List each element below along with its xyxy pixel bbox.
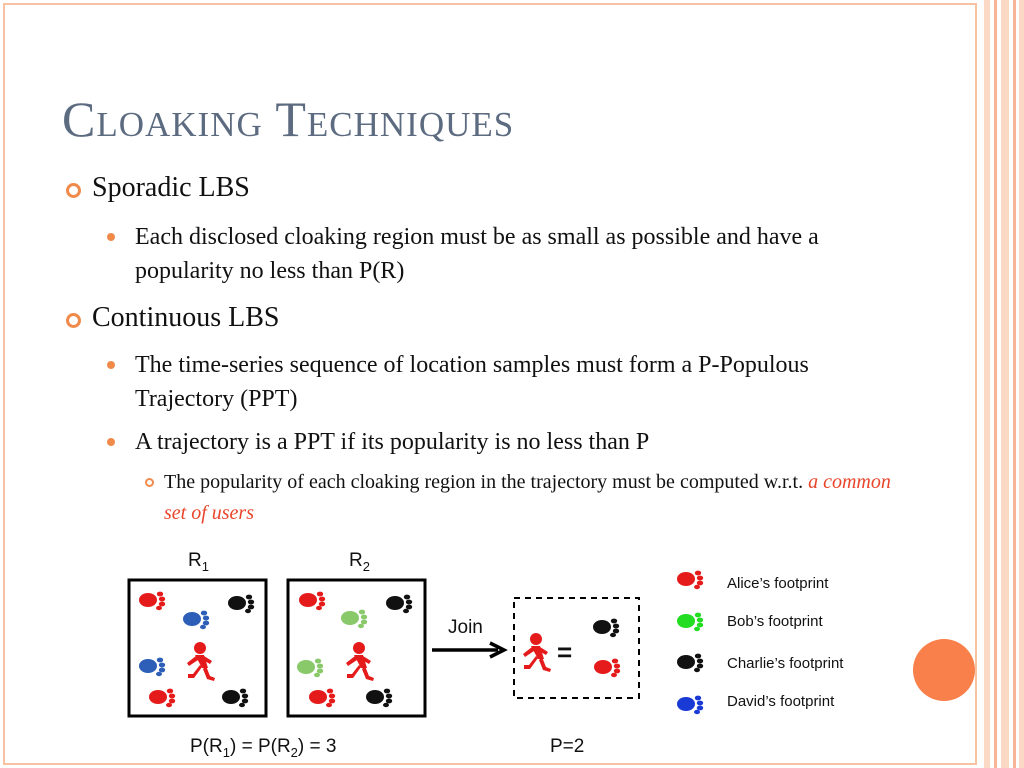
bullet-text: Each disclosed cloaking region must be a… [135, 224, 819, 284]
bullet-text: Continuous LBS [92, 302, 280, 333]
bullet-continuous-lbs: Continuous LBS [66, 302, 280, 334]
legend-bob: Bob’s footprint [727, 613, 823, 630]
bullet-text: A trajectory is a PPT if its popularity … [135, 429, 650, 455]
charlie-footprint-icon [677, 653, 704, 673]
p-caption: P=2 [550, 736, 584, 757]
david-footprint-icon [677, 695, 704, 715]
region-r1 [127, 578, 268, 718]
legend: Alice’s footprint Bob’s footprint Charli… [677, 570, 844, 715]
bullet-continuous-subdetail: The popularity of each cloaking region i… [145, 467, 894, 529]
region-r2 [286, 578, 427, 718]
hollow-bullet-icon [66, 183, 81, 198]
bullet-sporadic-lbs: Sporadic LBS [66, 172, 250, 204]
dot-bullet-icon [107, 233, 115, 241]
slide-border [3, 3, 977, 765]
bullet-text: The popularity of each cloaking region i… [164, 471, 809, 493]
bullet-text: Sporadic LBS [92, 172, 250, 203]
legend-david: David’s footprint [727, 693, 835, 710]
join-arrow-icon [432, 641, 508, 659]
bullet-continuous-detail-2: A trajectory is a PPT if its popularity … [107, 425, 895, 459]
bullet-continuous-detail-1: The time-series sequence of location sam… [107, 348, 855, 416]
dot-bullet-icon [107, 361, 115, 369]
legend-alice: Alice’s footprint [727, 575, 829, 592]
bullet-text: The time-series sequence of location sam… [135, 352, 809, 412]
bullet-sporadic-detail: Each disclosed cloaking region must be a… [107, 220, 855, 288]
decorative-circle [913, 639, 975, 701]
hollow-small-bullet-icon [145, 478, 154, 487]
alice-footprint-icon [677, 570, 704, 590]
join-label: Join [448, 617, 483, 638]
popularity-caption: P(R1) = P(R2) = 3 [190, 736, 336, 760]
r1-label: R1 [188, 550, 209, 574]
joined-region: = [513, 597, 640, 699]
equals-sign: = [557, 637, 572, 667]
dot-bullet-icon [107, 438, 115, 446]
hollow-bullet-icon [66, 313, 81, 328]
emphasis-text: a common set of users [164, 471, 891, 524]
slide-title: Cloaking Techniques [62, 91, 515, 147]
right-stripes [984, 0, 1024, 768]
r2-label: R2 [349, 550, 370, 574]
legend-charlie: Charlie’s footprint [727, 655, 844, 672]
bob-footprint-icon [677, 612, 704, 632]
